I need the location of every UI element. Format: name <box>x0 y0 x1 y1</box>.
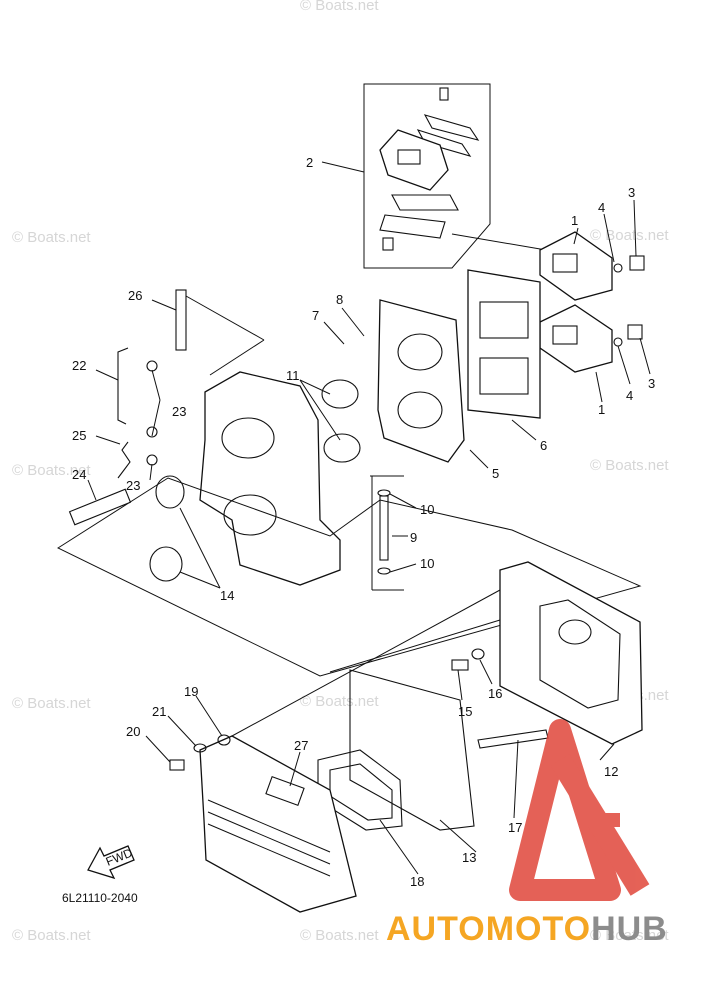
hose-25 <box>117 441 131 479</box>
gasket-13 <box>349 669 475 831</box>
part-label-2: 2 <box>306 155 313 170</box>
o-ring-11a <box>321 379 359 409</box>
part-label-6: 6 <box>540 438 547 453</box>
watermark: © Boats.net <box>590 457 669 474</box>
part-label-9: 9 <box>410 530 417 545</box>
part-label-16: 16 <box>488 686 502 701</box>
sensor-26 <box>175 289 187 351</box>
bolt-15 <box>451 659 469 671</box>
part-label-10: 10 <box>420 502 434 517</box>
part-label-19: 19 <box>184 684 198 699</box>
cylinder-block <box>199 371 341 586</box>
part-label-25: 25 <box>72 428 86 443</box>
part-label-3: 3 <box>628 185 635 200</box>
part-label-17: 17 <box>508 820 522 835</box>
grommet-19 <box>217 734 231 746</box>
bolt-20 <box>169 759 185 771</box>
part-label-22: 22 <box>72 358 86 373</box>
head-cover-12 <box>499 561 643 745</box>
part-label-14: 14 <box>220 588 234 603</box>
part-label-15: 15 <box>458 704 472 719</box>
cover-27 <box>199 735 357 913</box>
part-label-1: 1 <box>571 213 578 228</box>
part-label-23: 23 <box>172 404 186 419</box>
part-label-7: 7 <box>312 308 319 323</box>
hose-22 <box>117 347 129 425</box>
bolt-17 <box>477 729 549 749</box>
reed-valve-lower <box>539 304 643 373</box>
reed-valve-upper <box>539 231 645 301</box>
part-label-21: 21 <box>152 704 166 719</box>
o-ring-14b <box>149 546 183 582</box>
watermark: © Boats.net <box>590 927 669 944</box>
part-label-23: 23 <box>126 478 140 493</box>
assembly-outline <box>56 477 642 677</box>
brand-name-part1: AUTOMOTO <box>386 910 591 948</box>
part-label-3: 3 <box>648 376 655 391</box>
part-label-27: 27 <box>294 738 308 753</box>
part-label-11: 11 <box>286 368 300 383</box>
part-label-4: 4 <box>626 388 633 403</box>
part-label-1: 1 <box>598 402 605 417</box>
brand-name: AUTOMOTOHUB <box>386 910 668 948</box>
part-label-13: 13 <box>462 850 476 865</box>
watermark: © Boats.net <box>300 693 379 710</box>
part-label-12: 12 <box>604 764 618 779</box>
part-label-18: 18 <box>410 874 424 889</box>
brand-logo-icon <box>509 719 650 901</box>
dowel-pin-9 <box>379 495 389 561</box>
reed-valve-inset <box>363 83 547 269</box>
part-label-5: 5 <box>492 466 499 481</box>
watermark: © Boats.net <box>12 695 91 712</box>
intake-plate-5 <box>377 299 465 463</box>
fwd-arrow: FWD <box>87 845 135 880</box>
bolt-24 <box>68 488 132 526</box>
part-label-8: 8 <box>336 292 343 307</box>
watermark: © Boats.net <box>590 227 669 244</box>
washer-21 <box>193 743 207 753</box>
part-label-20: 20 <box>126 724 140 739</box>
part-label-10: 10 <box>420 556 434 571</box>
part-label-4: 4 <box>598 200 605 215</box>
part-label-24: 24 <box>72 467 86 482</box>
washer-16 <box>471 648 485 660</box>
watermark: © Boats.net <box>300 927 379 944</box>
leader-lines <box>87 161 651 875</box>
watermark: © Boats.net <box>300 0 379 14</box>
diagram-code: 6L21110-2040 <box>62 891 138 905</box>
part-label-26: 26 <box>128 288 142 303</box>
watermark: © Boats.net <box>12 229 91 246</box>
o-ring-11b <box>323 433 361 463</box>
part-labels: 2 1 4 3 4 3 1 8 7 11 6 5 10 9 10 26 22 2… <box>72 155 655 889</box>
gasket-6 <box>467 269 541 419</box>
watermark: © Boats.net <box>12 462 91 479</box>
o-ring-14a <box>155 475 185 509</box>
watermark: © Boats.net <box>12 927 91 944</box>
brand-name-part2: HUB <box>591 910 668 948</box>
